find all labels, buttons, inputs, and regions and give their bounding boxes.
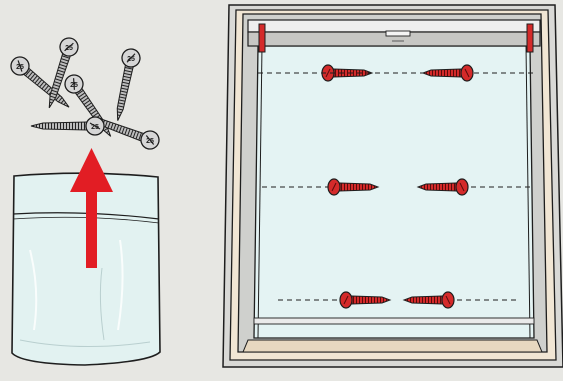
screw-icon: 25 bbox=[30, 116, 105, 136]
screw-marking-label: 25 bbox=[146, 138, 154, 145]
screw-bag bbox=[11, 172, 161, 366]
screw-icon: 25 bbox=[116, 48, 141, 121]
arrow-up-icon bbox=[70, 148, 113, 268]
mounting-screw bbox=[402, 291, 520, 309]
screw-icon bbox=[421, 64, 474, 82]
screw-marking-label: 25 bbox=[70, 82, 78, 89]
loose-screws-group: 25 25 25 25 25 25 bbox=[10, 37, 160, 150]
roof-window bbox=[222, 4, 563, 368]
mounting-screw bbox=[258, 64, 534, 82]
screw-icon bbox=[402, 291, 455, 309]
screw-icon bbox=[416, 178, 469, 196]
screw-marking-label: 25 bbox=[127, 56, 135, 63]
mounting-screw bbox=[278, 291, 392, 309]
mounting-screw bbox=[416, 178, 530, 196]
screw-marking-label: 25 bbox=[65, 45, 73, 52]
screw-icon bbox=[327, 178, 380, 196]
screw-icon: 25 bbox=[48, 37, 79, 109]
screw-marking-label: 25 bbox=[91, 124, 99, 131]
mounting-screw bbox=[262, 178, 380, 196]
screw-marking-label: 25 bbox=[16, 64, 24, 71]
mounting-screws-group bbox=[258, 64, 534, 309]
screw-icon bbox=[321, 64, 374, 82]
screw-icon bbox=[339, 291, 392, 309]
